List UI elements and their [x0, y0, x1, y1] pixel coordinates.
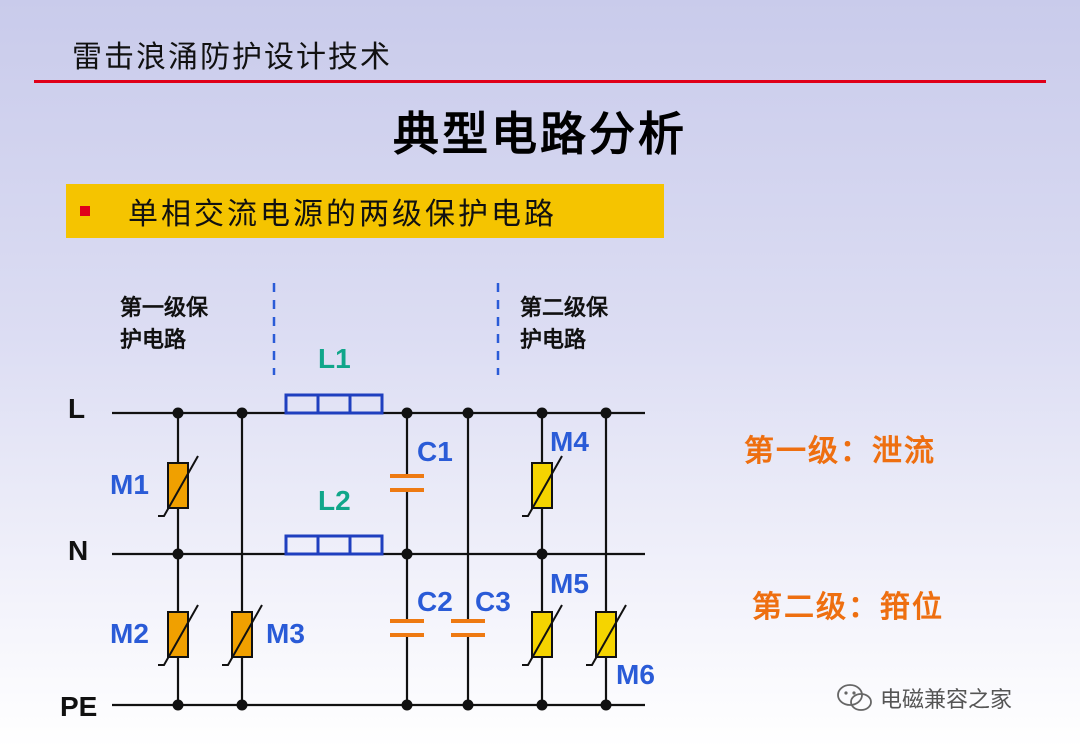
stage1-label-line2: 护电路	[120, 327, 187, 353]
note-second-stage: 第二级：箝位	[752, 590, 944, 625]
varistor-M4-label: M4	[550, 426, 589, 457]
capacitor-C2	[390, 619, 424, 637]
varistor-M3-label: M3	[266, 618, 305, 649]
capacitor-C2-label: C2	[417, 586, 453, 617]
bullet-icon	[80, 206, 90, 216]
page-title: 典型电路分析	[393, 107, 687, 161]
watermark: 电磁兼容之家	[836, 682, 1012, 714]
varistor-M2	[158, 604, 199, 666]
varistor-M1	[158, 455, 199, 517]
stage2-label-line1: 第二级保	[520, 295, 609, 321]
wechat-icon	[837, 684, 872, 711]
watermark-text: 电磁兼容之家	[880, 688, 1013, 713]
line-label-L: L	[68, 393, 85, 424]
header-title: 雷击浪涌防护设计技术	[72, 40, 392, 75]
inductor-L1	[284, 393, 384, 415]
varistor-M5	[522, 604, 563, 666]
capacitor-C1	[390, 474, 424, 492]
varistor-M4	[522, 455, 563, 517]
varistor-M5-label: M5	[550, 568, 589, 599]
inductor-L2-label: L2	[318, 485, 351, 516]
varistor-M3	[222, 604, 263, 666]
capacitor-C3-label: C3	[475, 586, 511, 617]
subtitle-box: 单相交流电源的两级保护电路	[66, 184, 664, 238]
varistor-M6-label: M6	[616, 659, 655, 690]
junction-nodes	[172, 407, 612, 711]
stage1-label-line1: 第一级保	[120, 295, 209, 321]
line-label-N: N	[68, 535, 88, 566]
stage2-label-line2: 护电路	[520, 327, 587, 353]
capacitor-C1-label: C1	[417, 436, 453, 467]
subtitle-text: 单相交流电源的两级保护电路	[128, 197, 557, 232]
capacitor-C3	[451, 619, 485, 637]
line-label-PE: PE	[60, 691, 97, 722]
note-first-stage: 第一级：泄流	[744, 434, 936, 469]
varistor-M2-label: M2	[110, 618, 149, 649]
inductor-L2	[284, 534, 384, 556]
varistor-M6	[586, 604, 627, 666]
header-rule	[34, 80, 1046, 83]
inductor-L1-label: L1	[318, 343, 351, 374]
varistor-M1-label: M1	[110, 469, 149, 500]
